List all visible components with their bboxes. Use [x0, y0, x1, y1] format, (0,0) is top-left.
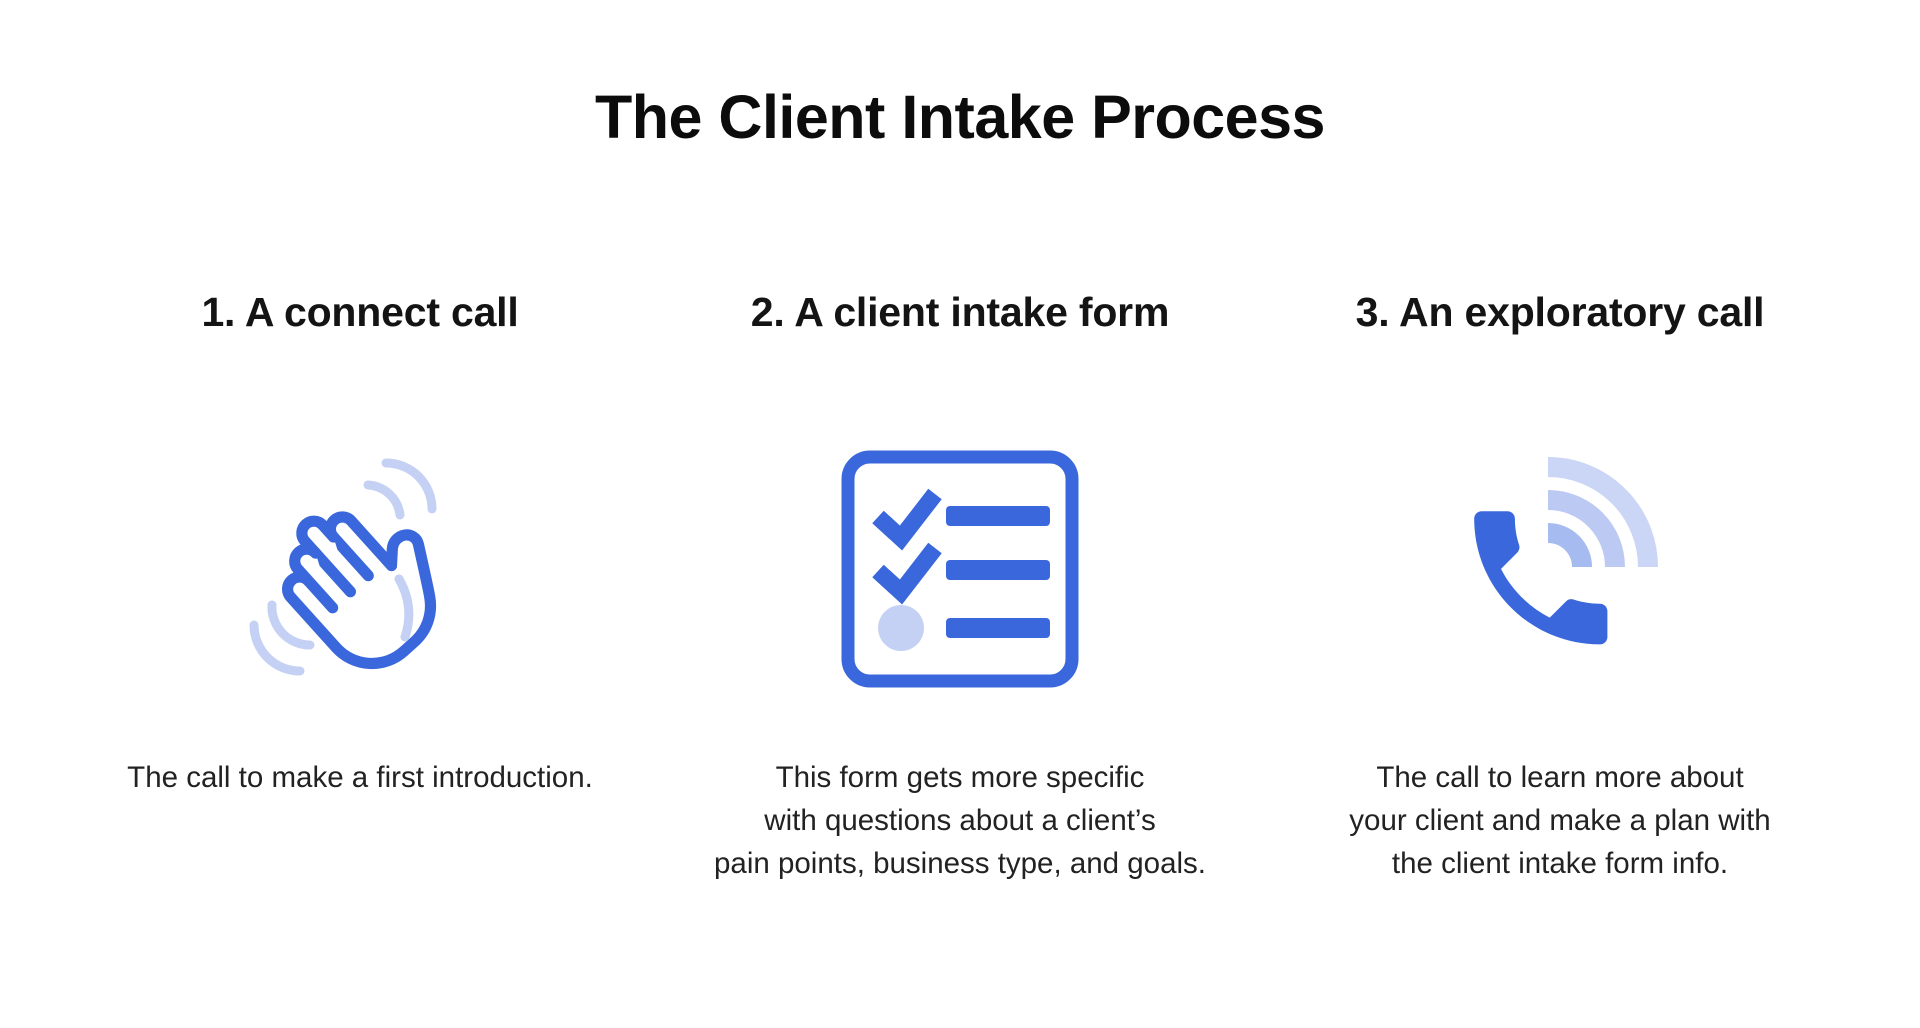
step-3-description: The call to learn more about your client… [1349, 761, 1771, 881]
waving-hand-icon [240, 449, 480, 689]
steps-row: 1. A connect call [0, 288, 1920, 885]
step-client-intake-form: 2. A client intake form This form gets m… [660, 288, 1260, 885]
checklist-icon [840, 449, 1080, 689]
step-connect-call: 1. A connect call [60, 288, 660, 885]
client-intake-infographic: The Client Intake Process 1. A connect c… [0, 83, 1920, 885]
step-exploratory-call: 3. An exploratory call The call to learn… [1260, 288, 1860, 885]
step-1-description: The call to make a first introduction. [127, 761, 593, 795]
phone-call-icon [1440, 449, 1680, 689]
step-3-heading: 3. An exploratory call [1355, 289, 1765, 335]
step-1-heading: 1. A connect call [201, 289, 519, 335]
step-2-heading: 2. A client intake form [750, 289, 1170, 335]
step-2-description: This form gets more specific with questi… [714, 761, 1206, 881]
page-title: The Client Intake Process [595, 83, 1325, 151]
